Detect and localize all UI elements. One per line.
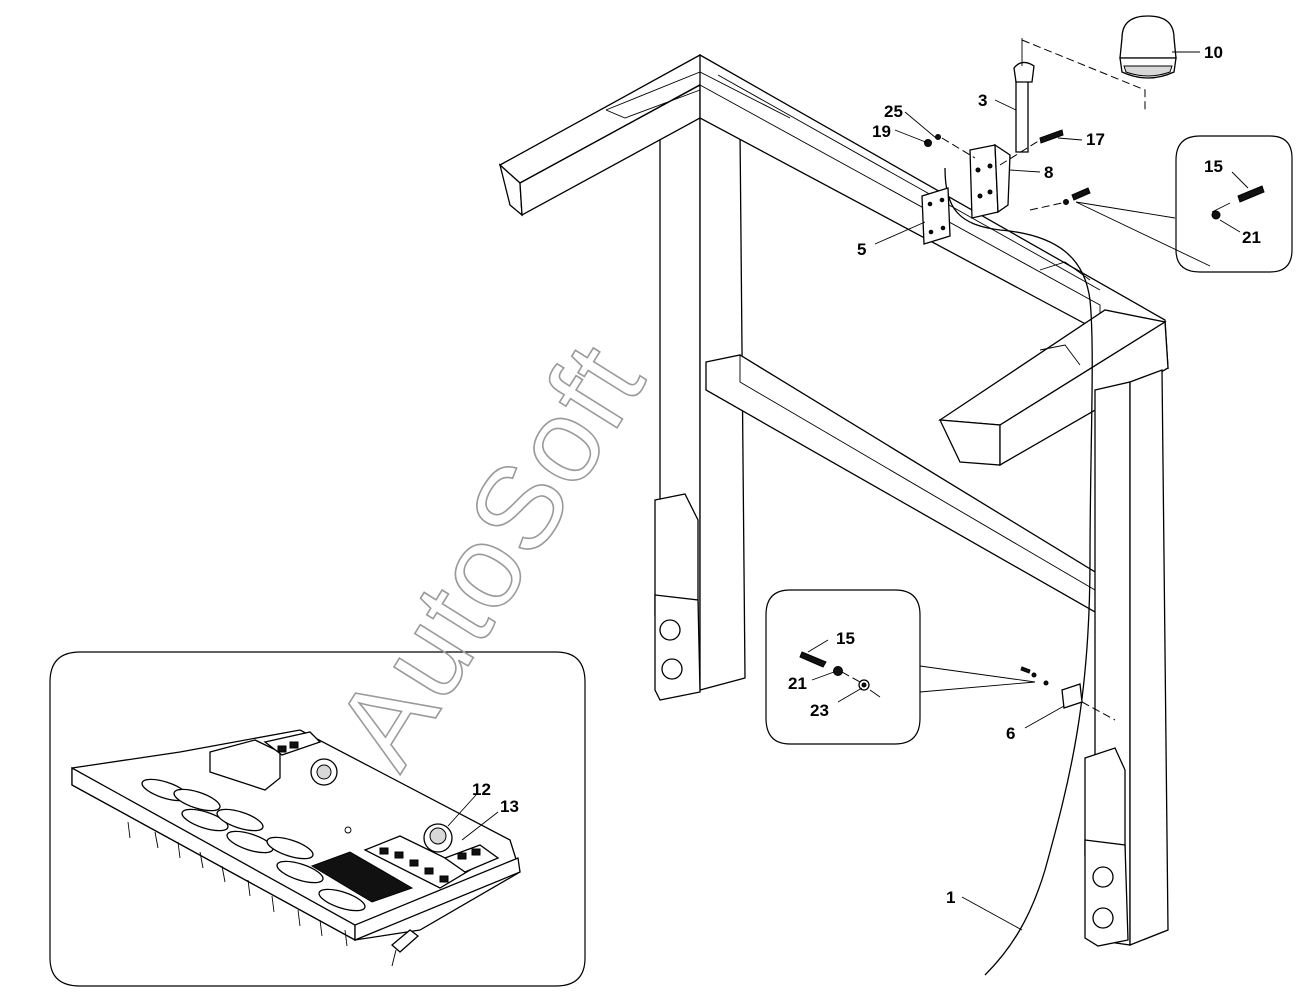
callout-10: 10	[1204, 43, 1223, 62]
mounting-post	[1015, 77, 1029, 153]
callout-15-top: 15	[1204, 157, 1223, 176]
callout-25: 25	[884, 102, 903, 121]
callout-23: 23	[810, 701, 829, 720]
callout-21-mid: 21	[788, 674, 807, 693]
control-panel-inset	[49, 651, 586, 987]
inset-fastener-mid	[765, 589, 1116, 745]
callout-17: 17	[1086, 130, 1105, 149]
callout-leaders	[447, 51, 1249, 931]
callout-12: 12	[472, 780, 491, 799]
callout-19: 19	[872, 122, 891, 141]
callout-1: 1	[946, 888, 955, 907]
inset-fastener-top	[1075, 135, 1293, 273]
callout-6: 6	[1006, 724, 1015, 743]
plate-6	[1061, 683, 1083, 709]
mounting-plate	[921, 187, 951, 245]
beacon-light	[1119, 15, 1177, 59]
mounting-bracket	[969, 144, 999, 219]
callout-3: 3	[978, 91, 987, 110]
callout-13: 13	[500, 797, 519, 816]
callout-labels: 10 3 25 19 17 8 5 15 21 15 21 23 6 1 12 …	[472, 43, 1261, 907]
callout-15-mid: 15	[836, 629, 855, 648]
callout-21-top: 21	[1242, 228, 1261, 247]
callout-5: 5	[857, 240, 866, 259]
beacon-assembly	[921, 15, 1177, 245]
callout-8: 8	[1044, 163, 1053, 182]
frame-structure	[498, 53, 1169, 976]
